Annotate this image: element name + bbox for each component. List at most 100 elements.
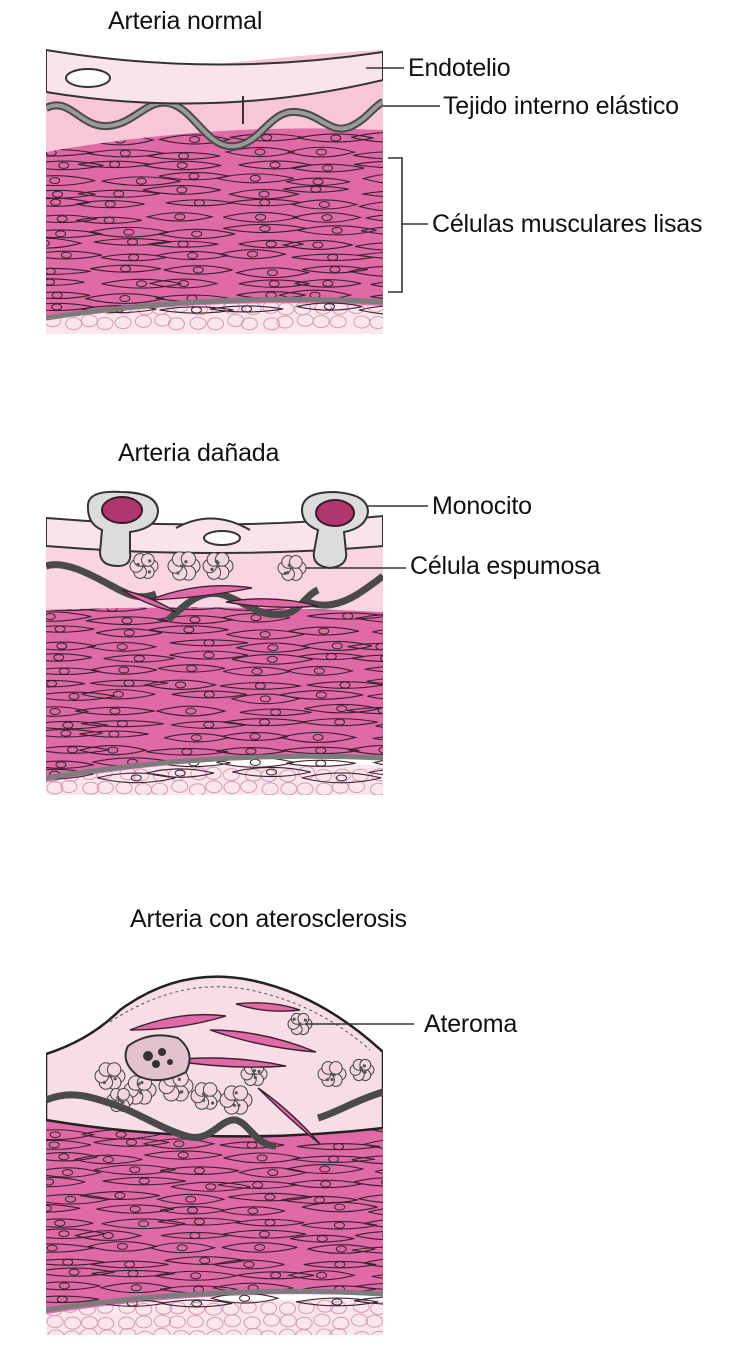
muscle-cell xyxy=(351,1246,383,1254)
muscle-nucleus xyxy=(266,655,278,663)
adventitia-cells xyxy=(46,1299,383,1335)
muscle-nucleus xyxy=(339,681,351,689)
lipid-droplet xyxy=(292,1017,296,1021)
muscle-cell xyxy=(46,229,102,239)
adventitia-cell xyxy=(155,1301,173,1315)
muscle-nucleus xyxy=(107,746,119,754)
adventitia-cell xyxy=(295,1329,313,1335)
muscle-nucleus xyxy=(46,1204,52,1212)
muscle-cell xyxy=(301,265,368,274)
muscle-cell xyxy=(143,160,222,171)
muscle-cell xyxy=(85,293,165,304)
muscle-cell xyxy=(142,185,221,195)
muscle-nucleus xyxy=(249,174,261,182)
muscle-nucleus xyxy=(270,708,282,716)
adventitia-cell xyxy=(96,317,114,331)
muscle-nucleus xyxy=(67,746,79,754)
muscle-cell xyxy=(231,653,313,665)
adventitia-cell xyxy=(47,1329,65,1335)
muscle-nucleus xyxy=(313,667,325,675)
muscle-cell xyxy=(86,641,158,652)
lipid-droplet xyxy=(176,571,180,575)
muscle-cell xyxy=(354,1231,383,1241)
endothelial-bulge xyxy=(175,517,251,531)
muscle-cell xyxy=(372,760,383,766)
endothelial-nucleus xyxy=(203,530,241,546)
label-tejido-interno-elastico: Tejido interno elástico xyxy=(443,92,679,120)
muscle-cell xyxy=(351,132,383,143)
muscle-nucleus xyxy=(265,768,277,776)
muscle-cell xyxy=(91,1269,175,1278)
adventitia-cell xyxy=(82,781,100,795)
muscle-nucleus xyxy=(60,729,72,737)
muscle-nucleus xyxy=(265,240,277,248)
muscle-cell xyxy=(307,1244,376,1254)
adventitia-cell xyxy=(171,779,189,793)
muscle-cell xyxy=(46,720,108,730)
muscle-nucleus xyxy=(46,278,55,286)
muscle-cell xyxy=(358,252,383,259)
muscle-cell xyxy=(75,200,145,209)
adventitia-cell xyxy=(227,313,245,327)
muscle-nucleus xyxy=(185,707,197,715)
muscle-nucleus xyxy=(252,1181,264,1189)
adventitia-cell xyxy=(205,780,223,794)
muscle-cell xyxy=(372,736,383,741)
muscle-cell xyxy=(223,718,306,727)
muscle-nucleus xyxy=(407,735,417,741)
muscle-nucleus xyxy=(392,1141,402,1147)
muscle-nucleus xyxy=(50,198,62,206)
adventitia-cell xyxy=(315,1328,333,1335)
muscle-nucleus xyxy=(114,1192,126,1200)
foam-cell xyxy=(167,551,201,581)
muscle-cell xyxy=(281,239,355,250)
muscle-nucleus xyxy=(176,186,188,194)
muscle-nucleus xyxy=(175,681,187,689)
adventitia-cell xyxy=(60,780,78,794)
muscle-nucleus xyxy=(55,761,67,769)
muscle-cell xyxy=(298,133,374,143)
muscle-nucleus xyxy=(270,1271,282,1279)
muscle-nucleus xyxy=(129,1205,141,1213)
lipid-droplet xyxy=(140,1080,144,1085)
muscle-cell xyxy=(46,214,97,224)
muscle-nucleus xyxy=(68,692,80,700)
muscle-nucleus xyxy=(318,200,330,208)
lipid-droplet xyxy=(177,1077,181,1081)
muscle-nucleus xyxy=(330,134,342,142)
muscle-nucleus xyxy=(135,177,147,185)
muscle-cell xyxy=(147,240,219,248)
adventitia-cell xyxy=(350,1313,368,1327)
muscle-nucleus xyxy=(312,241,324,249)
muscle-cell xyxy=(46,679,86,688)
muscle-nucleus xyxy=(334,718,346,726)
foam-cells xyxy=(129,551,307,581)
muscle-nucleus xyxy=(259,630,271,638)
muscle-nucleus xyxy=(250,614,262,622)
muscle-cell xyxy=(96,628,163,638)
muscle-cell xyxy=(347,642,383,651)
muscle-nucleus xyxy=(203,721,215,729)
muscle-nucleus xyxy=(405,769,415,775)
muscle-nucleus xyxy=(329,265,341,273)
necrotic-core xyxy=(124,1034,191,1082)
muscle-nucleus xyxy=(258,1230,270,1238)
adventitia-cell xyxy=(153,1314,171,1328)
muscle-nucleus xyxy=(312,178,324,186)
muscle-cell xyxy=(145,212,215,222)
muscle-cell xyxy=(226,629,305,640)
foam-cell xyxy=(129,553,159,579)
muscle-nucleus xyxy=(136,280,148,288)
muscle-cell xyxy=(353,1177,383,1187)
muscle-nucleus xyxy=(403,294,413,300)
muscle-nucleus xyxy=(249,758,261,766)
muscle-nucleus xyxy=(123,629,135,637)
adventitia-cell xyxy=(189,316,207,330)
muscle-nucleus xyxy=(116,720,128,728)
migrating-muscle-cells xyxy=(121,585,319,613)
muscle-nucleus xyxy=(185,1195,197,1203)
muscle-nucleus xyxy=(126,1138,138,1146)
lipid-droplet xyxy=(178,1090,183,1094)
panel-normal-leaders xyxy=(366,67,440,293)
muscle-cell xyxy=(46,760,94,769)
